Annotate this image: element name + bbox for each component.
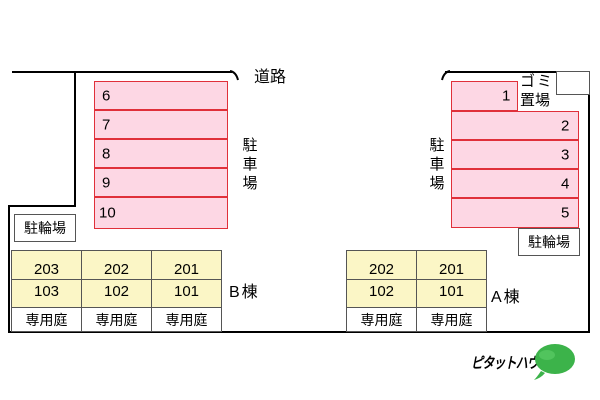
- parking-stall: 4: [451, 169, 579, 198]
- unit-cell: 102: [346, 279, 417, 308]
- road-corner-left: [229, 70, 239, 81]
- site-bottom-edge: [8, 331, 590, 333]
- site-right-edge: [588, 93, 590, 333]
- parking-label-char: 車: [242, 156, 258, 173]
- unit-cell: 101: [151, 279, 222, 308]
- stall-number: 3: [561, 146, 570, 163]
- site-left-edge-upper: [74, 71, 76, 206]
- garbage-label-line2: 置場: [520, 92, 551, 109]
- stall-number: 1: [502, 87, 511, 105]
- site-left-edge-lower: [8, 205, 10, 332]
- stall-number: 9: [102, 174, 111, 191]
- parking-label-left: 駐 車 場: [241, 136, 259, 193]
- parking-stall: 1: [451, 81, 518, 111]
- unit-cell: 101: [416, 279, 487, 308]
- parking-stall: 5: [451, 198, 579, 228]
- parking-label-char: 車: [429, 156, 445, 173]
- site-left-step: [8, 205, 76, 207]
- stall-number: 8: [102, 145, 111, 162]
- brand-logo-text: ピタットハウス: [471, 355, 550, 372]
- parking-stall: 2: [451, 111, 579, 140]
- stall-number: 5: [561, 204, 570, 222]
- road-corner-right: [441, 70, 451, 81]
- stall-number: 6: [102, 87, 111, 104]
- parking-stall: 9: [94, 168, 228, 197]
- parking-stall: 3: [451, 140, 579, 169]
- parking-label-char: 駐: [429, 137, 445, 154]
- private-garden: 専用庭: [81, 307, 152, 332]
- parking-label-right: 駐 車 場: [428, 136, 446, 193]
- brand-leaf-icon: [534, 344, 575, 380]
- parking-stall: 6: [94, 81, 228, 110]
- parking-label-char: 駐: [242, 137, 258, 154]
- site-top-edge-left: [12, 71, 232, 73]
- private-garden: 専用庭: [151, 307, 222, 332]
- bike-parking-left: 駐輪場: [14, 214, 76, 242]
- unit-cell: 103: [11, 279, 82, 308]
- parking-stall: 7: [94, 110, 228, 139]
- unit-cell: 201: [151, 250, 222, 280]
- parking-stall: 8: [94, 139, 228, 168]
- unit-cell: 202: [81, 250, 152, 280]
- stall-number: 4: [561, 175, 570, 192]
- garbage-label-line1: ゴミ: [520, 73, 555, 90]
- stall-number: 2: [561, 117, 570, 134]
- unit-cell: 203: [11, 250, 82, 280]
- garbage-box: [556, 71, 590, 95]
- unit-cell: 102: [81, 279, 152, 308]
- building-a-label: A棟: [491, 289, 522, 306]
- road-label: 道路: [254, 69, 287, 86]
- parking-label-char: 場: [242, 175, 258, 192]
- stall-number: 7: [102, 116, 111, 133]
- private-garden: 専用庭: [416, 307, 487, 332]
- private-garden: 専用庭: [346, 307, 417, 332]
- parking-stall: 10: [94, 197, 228, 229]
- unit-cell: 202: [346, 250, 417, 280]
- bike-parking-right: 駐輪場: [518, 228, 580, 256]
- parking-label-char: 場: [429, 175, 445, 192]
- unit-cell: 201: [416, 250, 487, 280]
- building-b-label: B棟: [229, 284, 260, 301]
- private-garden: 専用庭: [11, 307, 82, 332]
- site-top-edge-right: [445, 71, 558, 73]
- stall-number: 10: [99, 204, 116, 222]
